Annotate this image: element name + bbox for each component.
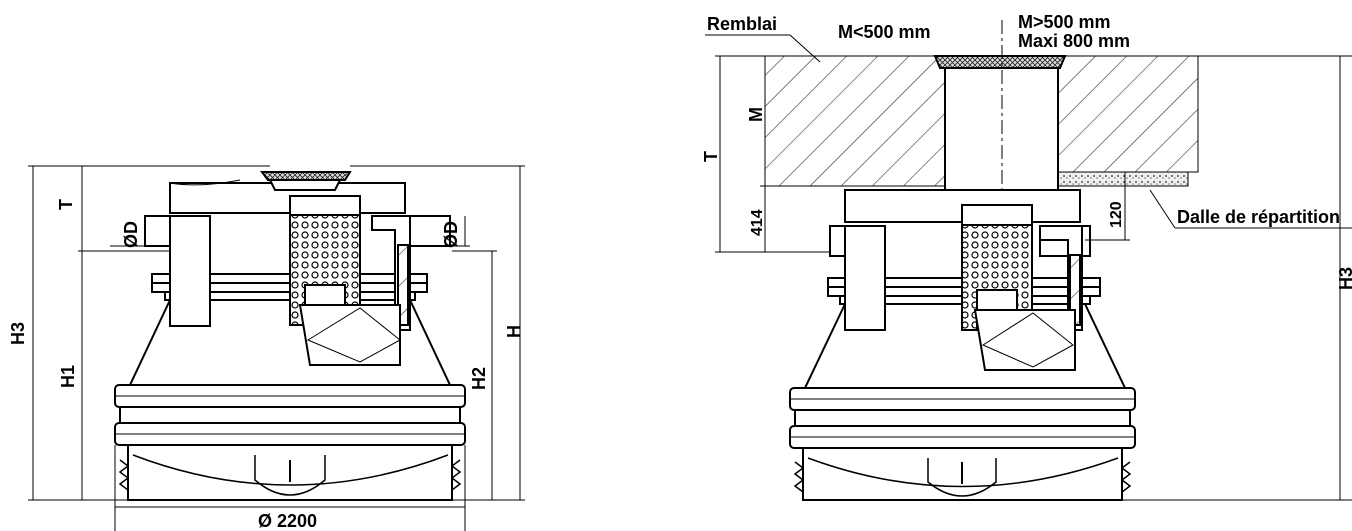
left-label-H2: H2 xyxy=(469,367,489,390)
m-less-label: M<500 mm xyxy=(838,22,931,42)
left-label-T: T xyxy=(56,199,76,210)
left-filter-basket xyxy=(289,195,401,366)
backfill-area xyxy=(764,55,1199,187)
riser-extension xyxy=(933,55,1067,191)
left-view: T ØD ØD H3 H1 H2 H Ø 2200 xyxy=(8,165,525,531)
left-label-H1: H1 xyxy=(58,365,78,388)
right-label-D: ØD xyxy=(441,221,461,248)
left-label-D: ØD xyxy=(121,221,141,248)
remblai-label: Remblai xyxy=(707,14,777,34)
right-inlet-pipe xyxy=(829,225,886,331)
right-outlet-pipe xyxy=(1039,225,1091,331)
left-inlet-pipe xyxy=(144,215,211,327)
dalle-label: Dalle de répartition xyxy=(1177,207,1340,227)
right-filter-basket xyxy=(961,204,1076,371)
right-view: Remblai M<500 mm M>500 mm Maxi 800 mm T … xyxy=(701,12,1352,501)
diameter-label: Ø 2200 xyxy=(258,511,317,531)
right-label-M: M xyxy=(746,107,766,122)
m-more-label-line1: M>500 mm xyxy=(1018,12,1111,32)
left-label-H: H xyxy=(504,325,524,338)
m-more-label-line2: Maxi 800 mm xyxy=(1018,31,1130,51)
right-label-414: 414 xyxy=(749,209,766,236)
left-label-H3: H3 xyxy=(8,322,28,345)
right-label-T: T xyxy=(701,151,721,162)
left-dimension-lines xyxy=(28,165,525,531)
right-dimension-lines xyxy=(705,34,1352,501)
right-label-H3: H3 xyxy=(1336,267,1352,290)
right-label-120: 120 xyxy=(1108,201,1125,228)
